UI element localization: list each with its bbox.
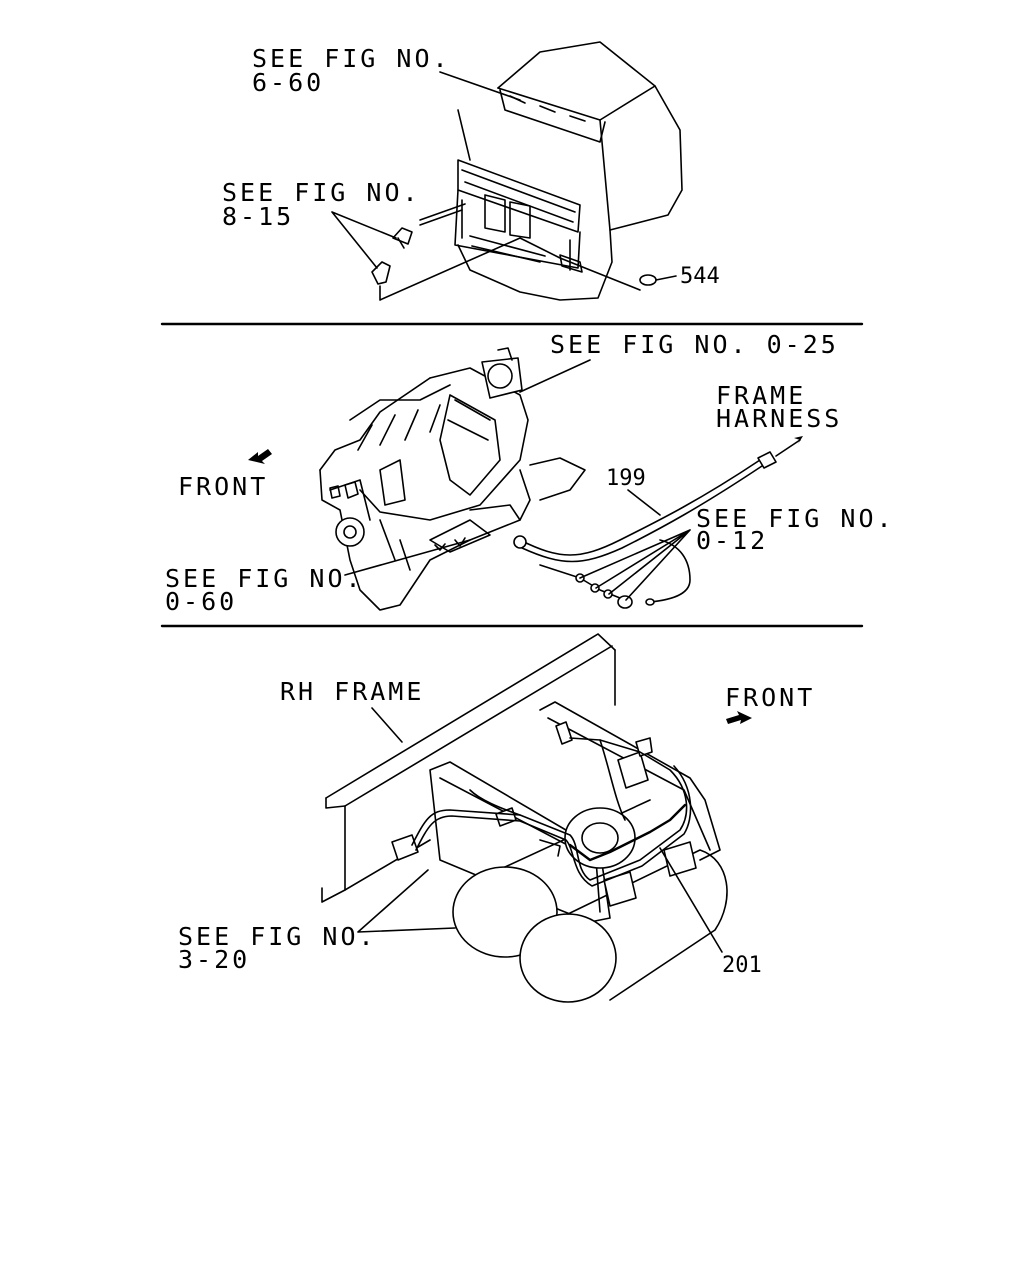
harness-199 (513, 436, 803, 609)
leader-fig-8-15 (331, 211, 397, 269)
leader-fig-0-12 (579, 529, 691, 601)
leader-fig-6-60 (439, 71, 521, 101)
front-arrow-right-icon (726, 711, 752, 724)
rh-frame-label: RH FRAME (280, 677, 424, 706)
cab-drawing (454, 41, 683, 301)
ref-fig-3-20-line2: 3-20 (178, 945, 250, 974)
part-number-201: 201 (722, 953, 762, 978)
leader-fig-3-20 (357, 869, 456, 933)
ref-fig-0-12-line2: 0-12 (696, 526, 768, 555)
ref-fig-3-20-line1: SEE FIG NO. (178, 922, 377, 951)
leader-rh-frame (371, 707, 403, 743)
panel-frame: RH FRAME FRONT SEE FIG NO. 3-20 201 (178, 633, 815, 1003)
ref-fig-0-12-line1: SEE FIG NO. (696, 504, 895, 533)
ref-fig-6-60-line2: 6-60 (252, 68, 324, 97)
leader-fig-0-25 (519, 359, 591, 393)
harness-201 (411, 737, 692, 887)
bracket-line (379, 237, 641, 301)
rh-frame-rail (321, 633, 616, 903)
grommet-544 (639, 274, 657, 286)
clip-parts (371, 203, 466, 285)
leader-fig-0-60 (344, 539, 471, 576)
ref-fig-8-15-line1: SEE FIG NO. (222, 178, 421, 207)
ref-fig-0-25: SEE FIG NO. 0-25 (550, 330, 839, 359)
front-label-frame: FRONT (725, 683, 815, 712)
engine-drawing (319, 347, 586, 611)
leader-201 (659, 847, 723, 953)
front-arrow-left-icon (248, 449, 272, 464)
leader-199 (627, 489, 661, 516)
front-label-engine: FRONT (178, 472, 268, 501)
ref-fig-0-60-line1: SEE FIG NO. (165, 564, 364, 593)
ref-fig-6-60-line1: SEE FIG NO. (252, 44, 451, 73)
ref-fig-0-60-line2: 0-60 (165, 587, 237, 616)
ref-fig-8-15-line2: 8-15 (222, 202, 294, 231)
panel-cab: SEE FIG NO. 6-60 SEE FIG NO. 8-15 544 (222, 41, 720, 301)
frame-harness-line1: FRAME (716, 381, 806, 410)
frame-harness-line2: HARNESS (716, 404, 842, 433)
part-number-544: 544 (680, 264, 720, 289)
part-number-199: 199 (606, 466, 646, 491)
panel-engine: SEE FIG NO. 0-25 FRAME HARNESS FRONT 199… (165, 330, 895, 616)
leader-544 (655, 275, 677, 281)
